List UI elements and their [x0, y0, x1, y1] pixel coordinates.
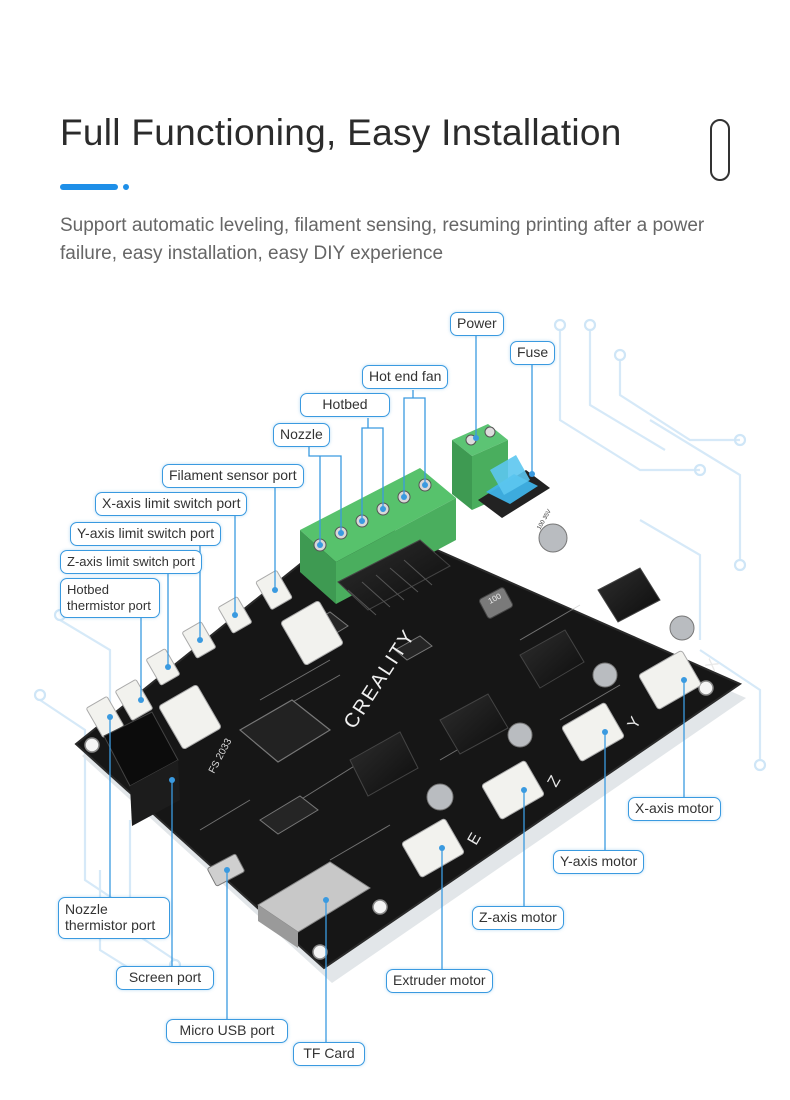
leader-endpoints [107, 435, 687, 903]
label-hotbed-thermistor-line1: Hotbed [67, 582, 109, 597]
page-title: Full Functioning, Easy Installation [60, 112, 622, 153]
label-filament-sensor-port: Filament sensor port [162, 464, 304, 488]
leader-lines [109, 336, 685, 1044]
heatsinks [337, 539, 661, 797]
heatsink-fins [347, 559, 433, 616]
label-fuse: Fuse [510, 341, 556, 365]
label-extruder-motor: Extruder motor [386, 969, 493, 993]
label-z-axis-motor: Z-axis motor [472, 906, 564, 930]
label-nozzle-thermistor-port: Nozzle thermistor port [58, 897, 170, 939]
ic-chip [394, 635, 433, 661]
title-underline [60, 184, 118, 190]
background-circuit-traces [39, 330, 762, 976]
scroll-indicator-icon [710, 119, 730, 181]
label-micro-usb-port: Micro USB port [166, 1019, 288, 1043]
mounting-holes [84, 680, 714, 960]
label-nozzle: Nozzle [273, 423, 330, 447]
label-x-axis-motor: X-axis motor [628, 797, 721, 821]
label-hot-end-fan: Hot end fan [362, 365, 449, 389]
label-screen-port: Screen port [116, 966, 214, 990]
page-subtitle: Support automatic leveling, filament sen… [60, 215, 705, 264]
ic-chip [259, 795, 319, 835]
label-x-axis-limit-switch-port: X-axis limit switch port [95, 492, 248, 516]
screen-header [103, 711, 180, 826]
capacitors [426, 523, 695, 811]
label-y-axis-limit-switch-port: Y-axis limit switch port [70, 522, 222, 546]
label-hotbed-thermistor-line2: thermistor port [67, 598, 151, 613]
label-tf-card: TF Card [293, 1042, 365, 1066]
fuse [478, 455, 550, 518]
label-hotbed: Hotbed [300, 393, 390, 417]
mcu-chip [238, 699, 332, 763]
tf-card-slot-face [258, 905, 298, 948]
label-z-axis-limit-switch-port: Z-axis limit switch port [60, 550, 202, 574]
label-y-axis-motor: Y-axis motor [553, 850, 645, 874]
label-nozzle-thermistor-line1: Nozzle [65, 901, 108, 917]
inductor [479, 587, 513, 619]
label-hotbed-thermistor-port: Hotbed thermistor port [60, 578, 160, 618]
label-power: Power [450, 312, 504, 336]
title-underline-dot [123, 184, 129, 190]
label-nozzle-thermistor-line2: thermistor port [65, 917, 156, 933]
